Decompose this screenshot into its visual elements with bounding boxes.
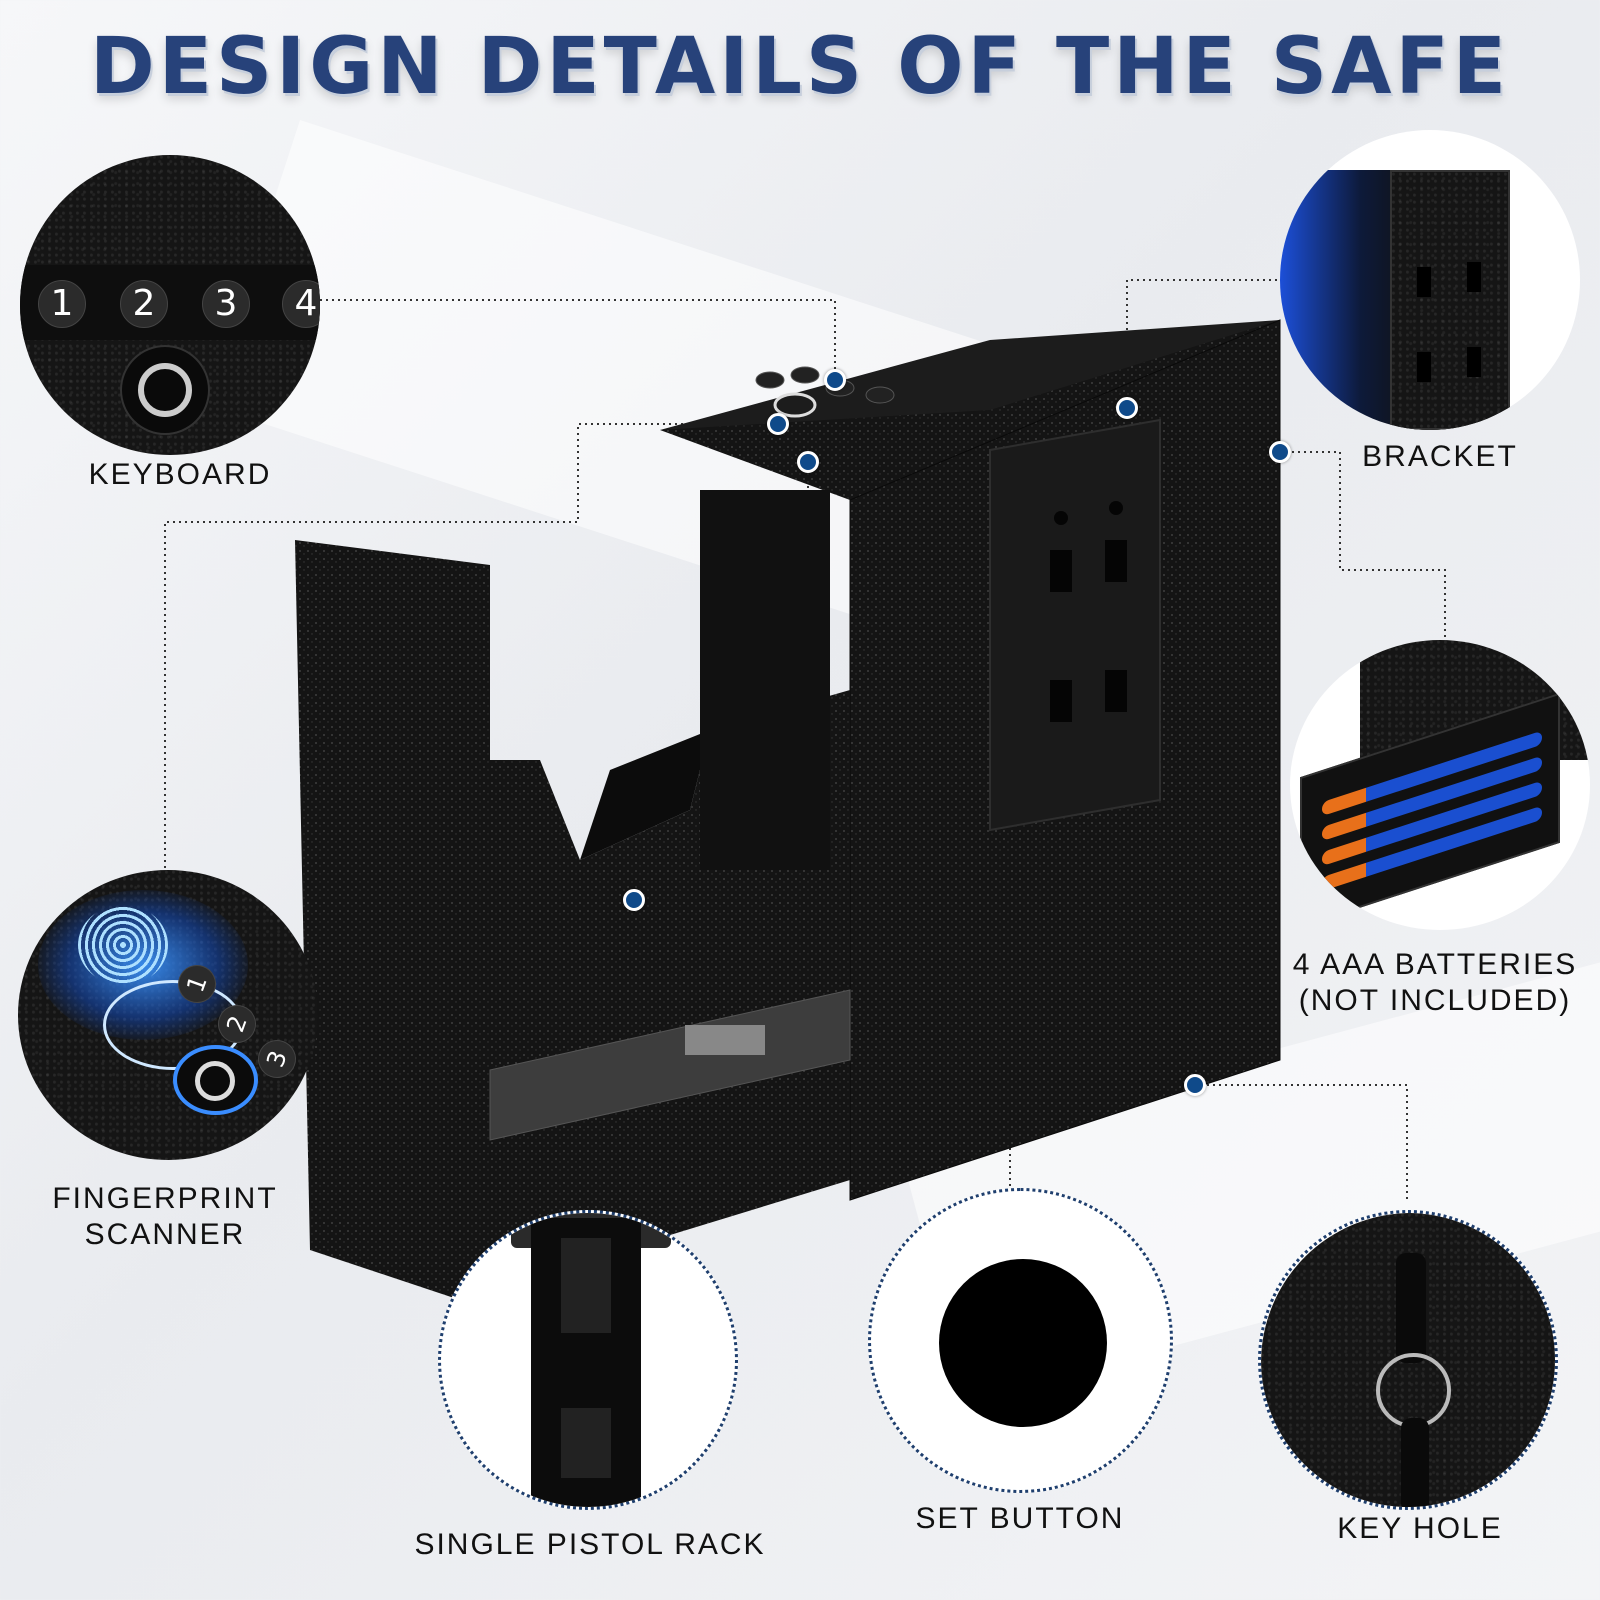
label-batteries-line1: 4 AAA BATTERIES [1292,948,1578,981]
marker-keyboard [824,369,846,391]
pistol-rack-detail-circle [438,1210,738,1510]
key-3: 3 [202,280,250,328]
label-keyboard: KEYBOARD [88,458,272,491]
key-ring-icon [1376,1353,1451,1428]
key-2: 2 [120,280,168,328]
marker-key-hole [1184,1074,1206,1096]
label-bracket: BRACKET [1362,440,1518,473]
rail-latch [685,1025,765,1055]
rack-slot [561,1238,611,1333]
label-fingerprint-line1: FINGERPRINT [52,1182,278,1215]
top-keypad [755,366,895,418]
bracket-slot [1417,352,1431,382]
fp-key-3: 3 [252,1034,302,1084]
bracket-slot [1467,347,1481,377]
label-batteries-line2: (NOT INCLUDED) [1298,984,1572,1017]
page-title: DESIGN DETAILS OF THE SAFE [89,22,1511,112]
label-pistol-rack: SINGLE PISTOL RACK [414,1528,766,1561]
bracket-slot [1467,262,1481,292]
set-button-icon [939,1259,1107,1427]
safe-illustration [295,319,1281,1310]
key-4: 4 [282,280,320,328]
drawer-front-panel [295,540,490,1310]
fingerprint-ring-icon [138,363,192,417]
bracket-detail-circle [1280,130,1580,430]
keyboard-detail-circle: 1 2 3 4 [20,155,320,455]
label-key-hole: KEY HOLE [1337,1512,1503,1545]
key-icon [1401,1418,1429,1507]
battery-leader [1280,451,1446,640]
set-button-detail-circle [868,1188,1173,1493]
marker-bracket [1116,397,1138,419]
bracket-slots [1050,501,1127,722]
label-set-button: SET BUTTON [915,1502,1125,1535]
label-fingerprint-line2: SCANNER [84,1218,246,1251]
marker-pistol-rack [623,889,645,911]
key-hole-leader [1195,1084,1408,1200]
bracket-plate [1390,170,1510,430]
battery-detail-circle [1290,640,1590,930]
scanner-ring-inner [173,1045,258,1115]
marker-battery [1269,441,1291,463]
bracket-slot [1417,267,1431,297]
fingerprint-detail-circle: 1 2 3 [18,870,318,1160]
fingerprint-icon [78,905,168,985]
fingerprint-sensor [120,345,210,435]
key-hole-detail-circle [1258,1210,1558,1510]
marker-set-button [797,451,819,473]
mounting-bracket [989,418,1161,832]
key-1: 1 [38,280,86,328]
pistol-rack-post [531,1218,641,1507]
rack-slot [561,1408,611,1478]
fingerprint-ring-icon [195,1061,235,1101]
marker-fingerprint [767,413,789,435]
pistol-rack-slot [580,730,710,860]
inner-divider [700,490,830,870]
key-icon [1396,1253,1426,1363]
